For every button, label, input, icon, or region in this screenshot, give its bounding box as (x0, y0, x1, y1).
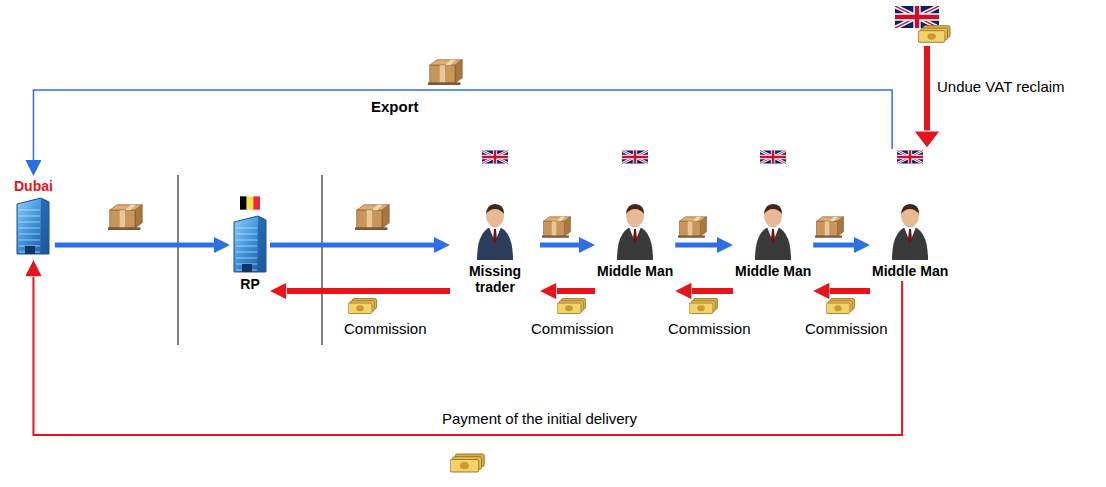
trader-node: Middle Man (735, 150, 811, 279)
company-node: RP (232, 196, 268, 292)
building-icon (15, 196, 51, 256)
belgian-flag (240, 196, 260, 210)
border-line (322, 175, 323, 345)
parcel-icon (678, 217, 707, 238)
goods-flow-arrow (270, 243, 440, 248)
money-flow-arrow (823, 288, 870, 294)
uk-flag (622, 150, 648, 164)
person-icon (751, 204, 795, 260)
node-label: Missing trader (452, 263, 538, 295)
money-icon (348, 299, 377, 314)
goods-flow-arrow (540, 243, 585, 248)
goods-flow-arrow (675, 243, 723, 248)
goods-flow-arrow (813, 243, 860, 248)
parcel-icon (542, 217, 571, 238)
node-label: RP (240, 276, 259, 292)
border-line (178, 175, 179, 345)
trader-node: Middle Man (872, 150, 948, 279)
flow-label: Commission (529, 320, 616, 337)
flow-label: Commission (342, 320, 429, 337)
note-label: Undue VAT reclaim (935, 78, 1067, 95)
building-icon (232, 214, 268, 274)
trader-node: Missing trader (452, 150, 538, 295)
money-icon (918, 26, 950, 43)
parcel-icon (355, 205, 389, 230)
person-icon (613, 204, 657, 260)
money-flow-arrow (550, 288, 595, 294)
parcel-icon (108, 205, 142, 230)
uk-flag (897, 150, 923, 164)
company-node: Dubai (14, 178, 53, 258)
node-label: Middle Man (872, 263, 948, 279)
vat-arrowhead (914, 131, 940, 148)
money-icon (450, 454, 484, 472)
parcel-icon (815, 217, 844, 238)
flow-label: Payment of the initial delivery (440, 410, 639, 427)
goods-flow-arrow (55, 243, 220, 248)
person-icon (888, 204, 932, 260)
flow-label: Commission (666, 320, 753, 337)
goods-flow-arrow (33, 90, 892, 166)
vat-arrow (924, 46, 930, 133)
money-icon (557, 299, 586, 314)
money-flow-arrow (685, 288, 733, 294)
person-icon (473, 204, 517, 260)
money-flow-arrow (280, 288, 450, 294)
uk-flag (760, 150, 786, 164)
uk-flag (895, 6, 939, 28)
node-label: Middle Man (735, 263, 811, 279)
money-flow-arrow (33, 270, 902, 435)
money-icon (689, 299, 718, 314)
node-label: Middle Man (597, 263, 673, 279)
flow-label: Commission (803, 320, 890, 337)
node-label: Dubai (14, 178, 53, 194)
parcel-icon (428, 60, 462, 85)
money-icon (826, 299, 855, 314)
trader-node: Middle Man (597, 150, 673, 279)
flow-label: Export (369, 98, 421, 115)
uk-flag (482, 150, 508, 164)
